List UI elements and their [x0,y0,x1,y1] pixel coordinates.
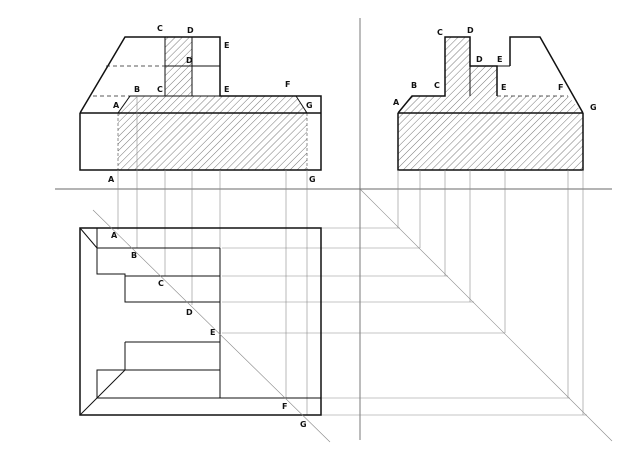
plan-label-b: B [131,251,137,260]
side-label-a: A [393,98,400,107]
front-label-c: C [157,24,163,33]
front-section-hatch [118,37,307,170]
plan-label-a: A [111,231,118,240]
front-label-a: A [113,101,120,110]
side-label-d: D [476,55,483,64]
side-label-e-low: E [501,83,506,92]
front-chamfer-left [117,95,131,114]
front-view: C D D E E B C A F G A G [79,24,322,184]
side-step-outline [397,36,498,114]
side-label-d-top: D [467,26,474,35]
plan-label-e: E [210,328,215,337]
plan-label-d: D [186,308,193,317]
front-label-e-top: E [224,41,229,50]
plan-label-c: C [158,279,164,288]
front-label-f: F [285,80,290,89]
side-label-e: E [497,55,502,64]
side-label-c-top: C [437,28,443,37]
front-label-c-low: C [157,85,163,94]
front-label-d-mid: D [186,56,193,65]
plan-outer-rectangle [79,227,322,416]
side-view: C D D E B C E A F G [393,26,597,171]
plan-chamfer-top [79,227,98,249]
front-label-a-base: A [108,175,115,184]
side-label-g: G [590,103,597,112]
side-label-b: B [411,81,417,90]
side-right-outline [509,36,584,114]
side-label-c-low: C [434,81,440,90]
front-label-g: G [306,101,313,110]
plan-diagonal [92,209,331,443]
side-section-hatch [398,37,583,170]
front-label-e-mid: E [224,85,229,94]
front-chamfer-right [295,95,308,114]
front-label-b: B [134,85,140,94]
plan-label-g: G [300,420,307,429]
axes [55,18,612,440]
plan-view: A B C D E F G [79,209,331,443]
front-label-d-top: D [187,26,194,35]
mitre-line [359,188,613,442]
front-label-g-base: G [309,175,316,184]
side-base-block [397,113,584,171]
front-base-block [79,113,322,171]
side-label-f: F [558,83,563,92]
plan-chamfer-bottom [79,369,126,416]
plan-label-f: F [282,402,287,411]
